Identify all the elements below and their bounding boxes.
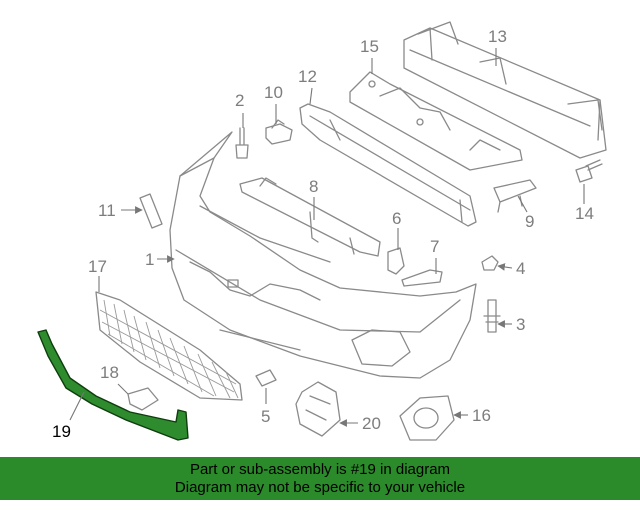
bumper-cover-part-1 [169,131,477,379]
reinforcement-beam-part-13 [403,21,607,159]
callout-9: 9 [525,212,534,231]
callout-4: 4 [516,259,525,278]
callout-labels: 2 10 12 15 13 11 8 9 14 6 7 4 1 17 3 18 … [52,27,594,441]
callout-13: 13 [488,27,507,46]
callout-1: 1 [145,250,154,269]
callout-6: 6 [392,209,401,228]
callout-17: 17 [88,257,107,276]
clip-part-4 [481,255,499,271]
callout-15: 15 [360,37,379,56]
center-bracket-part-8 [239,177,381,257]
callout-20: 20 [362,414,381,433]
parts-diagram: 2 10 12 15 13 11 8 9 14 6 7 4 1 17 3 18 … [37,21,607,441]
leader-lines [69,48,585,427]
callout-11: 11 [98,201,116,220]
callout-7: 7 [430,237,439,256]
side-bracket-part-9 [493,179,537,213]
energy-absorber-part-12 [299,103,477,227]
callout-10: 10 [264,83,283,102]
callout-16: 16 [472,406,491,425]
banner-line-disclaimer: Diagram may not be specific to your vehi… [174,479,466,496]
bracket-part-11 [139,193,163,229]
cover-part-18 [127,387,159,411]
callout-8: 8 [309,177,318,196]
callout-2: 2 [235,91,244,110]
notice-banner: Part or sub-assembly is #19 in diagram D… [0,457,640,500]
callout-18: 18 [100,363,119,382]
callout-12: 12 [298,67,317,86]
clip-part-5 [255,369,277,387]
callout-14: 14 [575,204,594,223]
fog-lamp-bezel-part-16 [399,395,455,441]
bracket-part-7 [401,269,443,287]
lower-valance-part-19-highlighted [37,329,189,441]
clip-part-10 [265,119,293,145]
banner-line-part-reference: Part or sub-assembly is #19 in diagram [189,461,451,478]
screw-part-2 [235,127,249,159]
sensor-part-20 [295,381,341,437]
callout-19: 19 [52,422,71,441]
callout-5: 5 [261,407,270,426]
bolt-part-14 [575,159,603,183]
callout-3: 3 [516,315,525,334]
bolt-part-3 [483,299,501,333]
lower-grille-part-17 [95,291,243,401]
retainer-bracket-part-15 [349,71,523,171]
clip-part-6 [387,247,405,275]
